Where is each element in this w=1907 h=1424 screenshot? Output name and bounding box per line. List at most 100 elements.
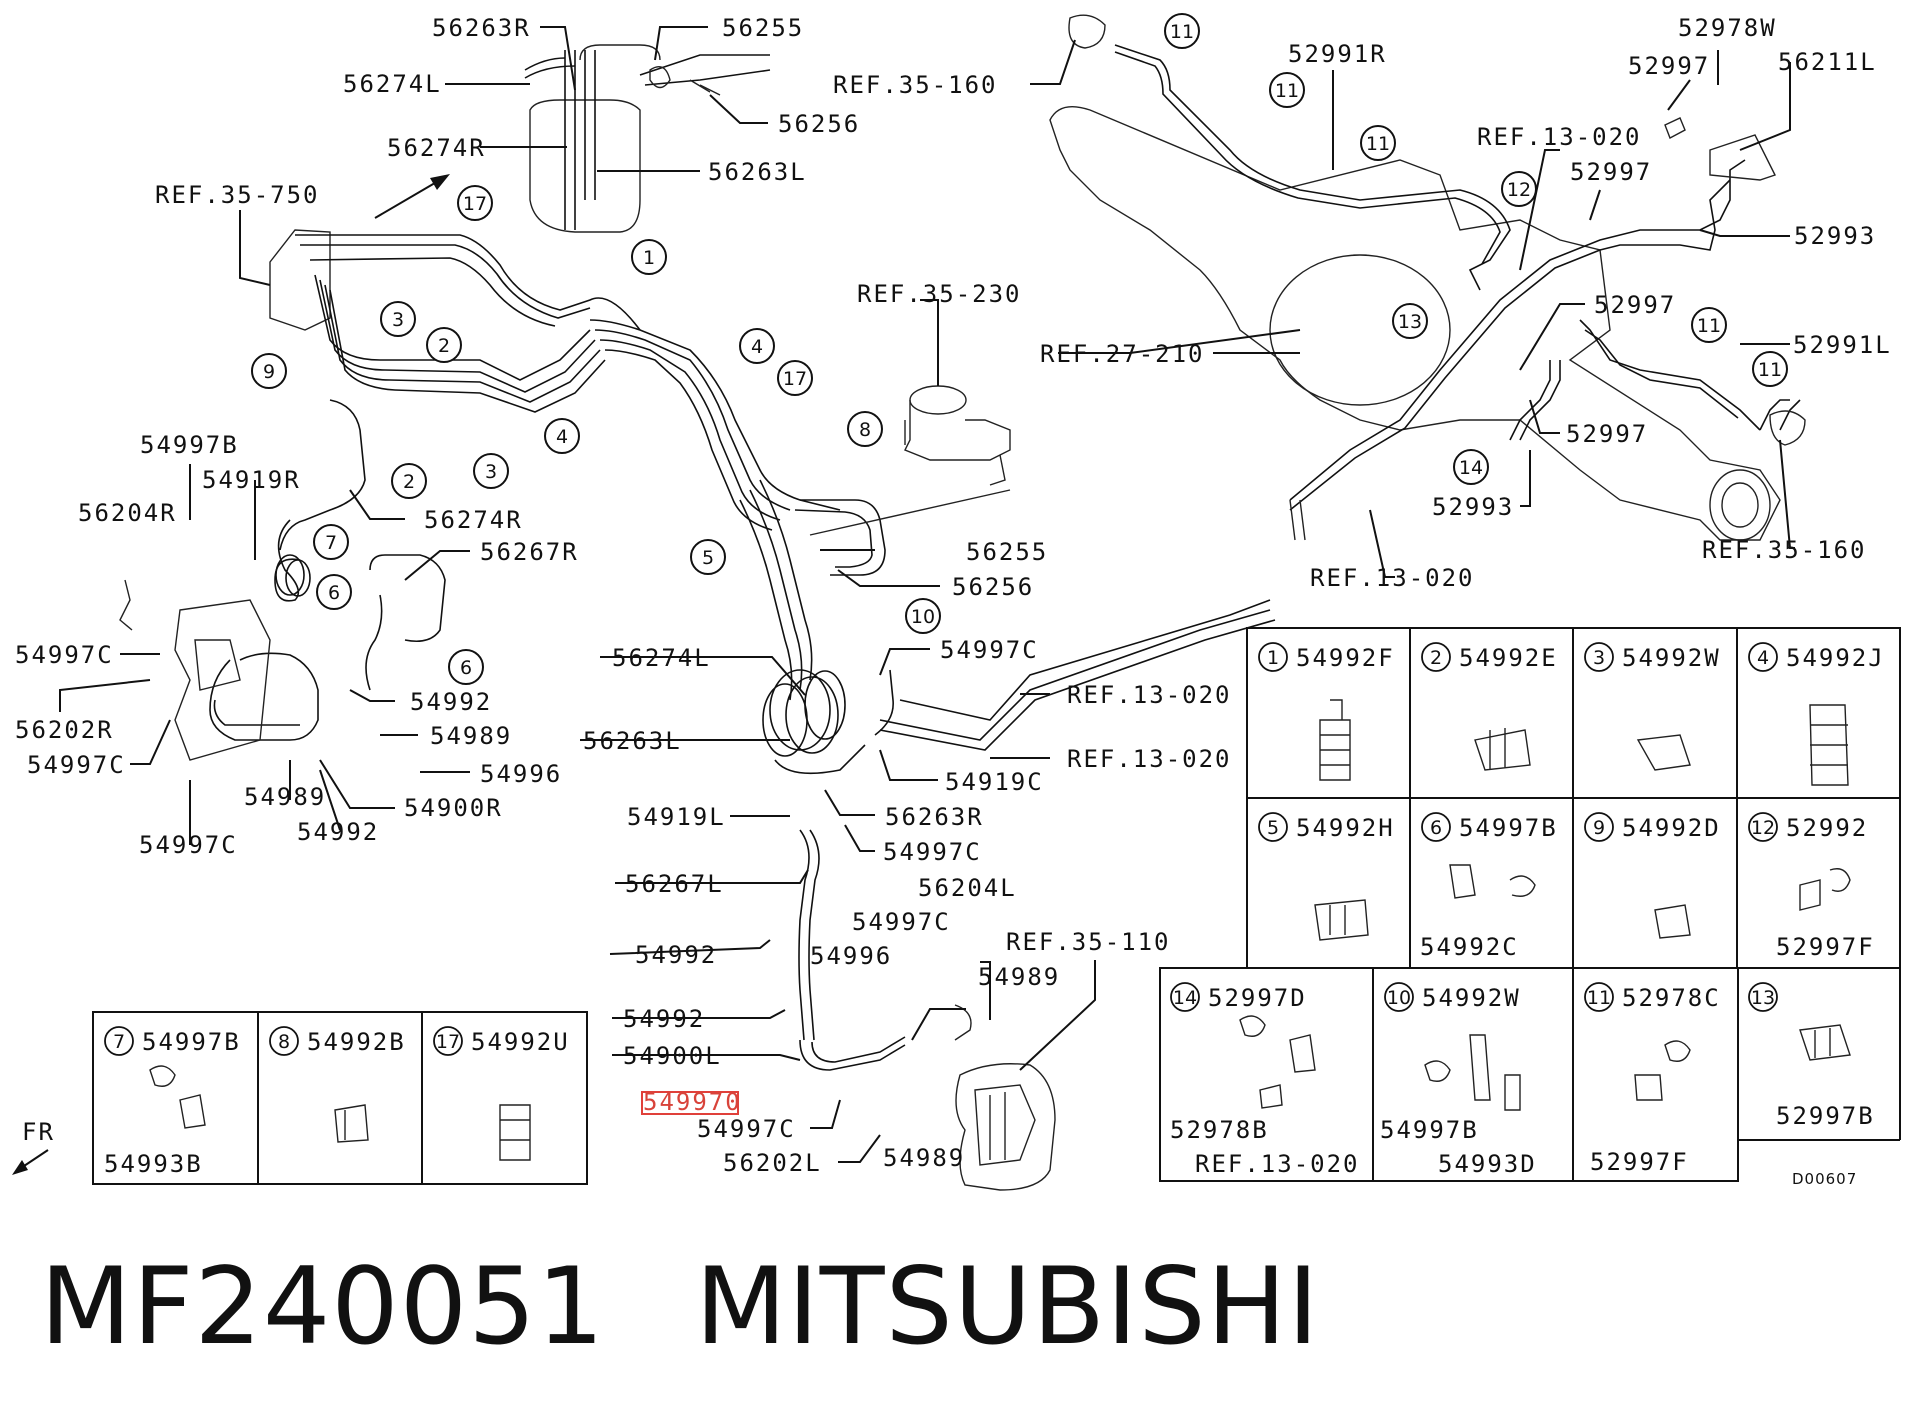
part-label-52991L[interactable]: 52991L [1793,331,1892,359]
part-label-52991R[interactable]: 52991R [1288,40,1387,68]
part-label-54997B_a[interactable]: 54997B [140,431,239,459]
part-label-56255b[interactable]: 56255 [966,538,1048,566]
callout-circle [316,574,352,610]
legend-sub2-label[interactable]: 54993D [1438,1150,1537,1178]
part-label-56274L_b[interactable]: 56274L [612,644,711,672]
part-label-54997C_a[interactable]: 54997C [15,641,114,669]
legend-part-label[interactable]: 54997B [1459,814,1558,842]
part-label-56204R[interactable]: 56204R [78,499,177,527]
part-label-56263L_b[interactable]: 56263L [583,727,682,755]
part-label-56263R[interactable]: 56263R [432,14,531,42]
part-label-54992_a[interactable]: 54992 [410,688,492,716]
part-label-54919L[interactable]: 54919L [627,803,726,831]
part-label-54900R[interactable]: 54900R [404,794,503,822]
legend-part-label[interactable]: 54992W [1422,984,1521,1012]
part-label-54919C[interactable]: 54919C [945,768,1044,796]
legend-callout-number: 13 [1751,987,1775,1009]
part-label-52978W[interactable]: 52978W [1678,14,1777,42]
legend-part-label[interactable]: 54992U [471,1028,570,1056]
legend-part-label[interactable]: 54992W [1622,644,1721,672]
part-label-54919R[interactable]: 54919R [202,466,301,494]
legend-part-label[interactable]: 52997D [1208,984,1307,1012]
part-label-ref13020_b[interactable]: REF.13-020 [1067,745,1232,773]
legend-part-label[interactable]: 52978C [1622,984,1721,1012]
part-label-54997C_c[interactable]: 54997C [139,831,238,859]
part-label-ref35750[interactable]: REF.35-750 [155,181,320,209]
part-label-54996_b[interactable]: 54996 [810,942,892,970]
part-label-56256b[interactable]: 56256 [952,573,1034,601]
brand-name: MITSUBISHI [695,1245,1320,1368]
part-label-ref27210[interactable]: REF.27-210 [1040,340,1205,368]
legend-part-label[interactable]: 54992D [1622,814,1721,842]
part-label-54992_b[interactable]: 54992 [297,818,379,846]
legend-sub-label[interactable]: 52978B [1170,1116,1269,1144]
part-label-56274R[interactable]: 56274R [387,134,486,162]
part-label-56256a[interactable]: 56256 [778,110,860,138]
legend-part-label[interactable]: 54992B [307,1028,406,1056]
callout-number: 9 [263,361,275,383]
part-label-ref13020_c[interactable]: REF.13-020 [1477,123,1642,151]
part-label-56211L[interactable]: 56211L [1778,48,1877,76]
part-label-54989_c[interactable]: 54989 [978,963,1060,991]
legend-callout-number: 7 [113,1031,125,1053]
part-label-54997C_d[interactable]: 54997C [940,636,1039,664]
legend-part-label[interactable]: 54992E [1459,644,1558,672]
part-label-56255a[interactable]: 56255 [722,14,804,42]
legend-sub-label[interactable]: 54992C [1420,933,1519,961]
part-label-54989_b[interactable]: 54989 [244,783,326,811]
part-label-ref35230[interactable]: REF.35-230 [857,280,1022,308]
legend-callout-circle [1584,982,1614,1012]
part-label-ref35160_b[interactable]: REF.35-160 [1702,536,1867,564]
legend-sub-label[interactable]: 52997B [1776,1102,1875,1130]
part-label-56267R[interactable]: 56267R [480,538,579,566]
part-label-ref13020_a[interactable]: REF.13-020 [1067,681,1232,709]
part-label-54900L[interactable]: 54900L [623,1042,722,1070]
legend-part-label[interactable]: 54992F [1296,644,1395,672]
legend-part-label[interactable]: 54992J [1786,644,1885,672]
part-label-52993_b[interactable]: 52993 [1432,493,1514,521]
part-label-52993_a[interactable]: 52993 [1794,222,1876,250]
part-label-56274L[interactable]: 56274L [343,70,442,98]
part-label-54989_d[interactable]: 54989 [883,1144,965,1172]
fr-label: FR [22,1118,55,1146]
part-label-52997_b[interactable]: 52997 [1570,158,1652,186]
part-label-56204L[interactable]: 56204L [918,874,1017,902]
legend-callout-circle [1584,812,1614,842]
part-label-52997_a[interactable]: 52997 [1628,52,1710,80]
highlighted-part[interactable]: 549970 [641,1088,742,1116]
part-label-56263L[interactable]: 56263L [708,158,807,186]
callout-number: 17 [463,193,487,215]
part-number: MF240051 [40,1245,606,1368]
callout-3: 3 [473,453,509,489]
part-label-56263R_b[interactable]: 56263R [885,803,984,831]
part-label-52997_d[interactable]: 52997 [1566,420,1648,448]
part-label-ref35110[interactable]: REF.35-110 [1006,928,1171,956]
part-label-56274R_b[interactable]: 56274R [424,506,523,534]
legend-part-label[interactable]: 54997B [142,1028,241,1056]
part-label-54996_a[interactable]: 54996 [480,760,562,788]
part-label-52997_c[interactable]: 52997 [1594,291,1676,319]
callout-number: 11 [1275,80,1299,102]
legend-sub2-label[interactable]: REF.13-020 [1195,1150,1360,1178]
legend-sub-label[interactable]: 54993B [104,1150,203,1178]
legend-sub-label[interactable]: 54997B [1380,1116,1479,1144]
part-label-54997C_b[interactable]: 54997C [27,751,126,779]
part-label-56267L[interactable]: 56267L [625,870,724,898]
part-label-54997C_e[interactable]: 54997C [883,838,982,866]
part-label-54992_c[interactable]: 54992 [635,941,717,969]
legend-sub-label[interactable]: 52997F [1590,1148,1689,1176]
part-label-54997C_f[interactable]: 54997C [852,908,951,936]
callout-14: 14 [1453,449,1489,485]
part-label-ref13020_d[interactable]: REF.13-020 [1310,564,1475,592]
part-label-56202R[interactable]: 56202R [15,716,114,744]
part-label-54989_a[interactable]: 54989 [430,722,512,750]
part-label-56202L[interactable]: 56202L [723,1149,822,1177]
part-label-54997C_g[interactable]: 54997C [697,1115,796,1143]
legend-part-label[interactable]: 54992H [1296,814,1395,842]
part-label-54992_d[interactable]: 54992 [623,1005,705,1033]
part-label-ref35160_a[interactable]: REF.35-160 [833,71,998,99]
legend-sub-label[interactable]: 52997F [1776,933,1875,961]
legend-part-label[interactable]: 52992 [1786,814,1868,842]
